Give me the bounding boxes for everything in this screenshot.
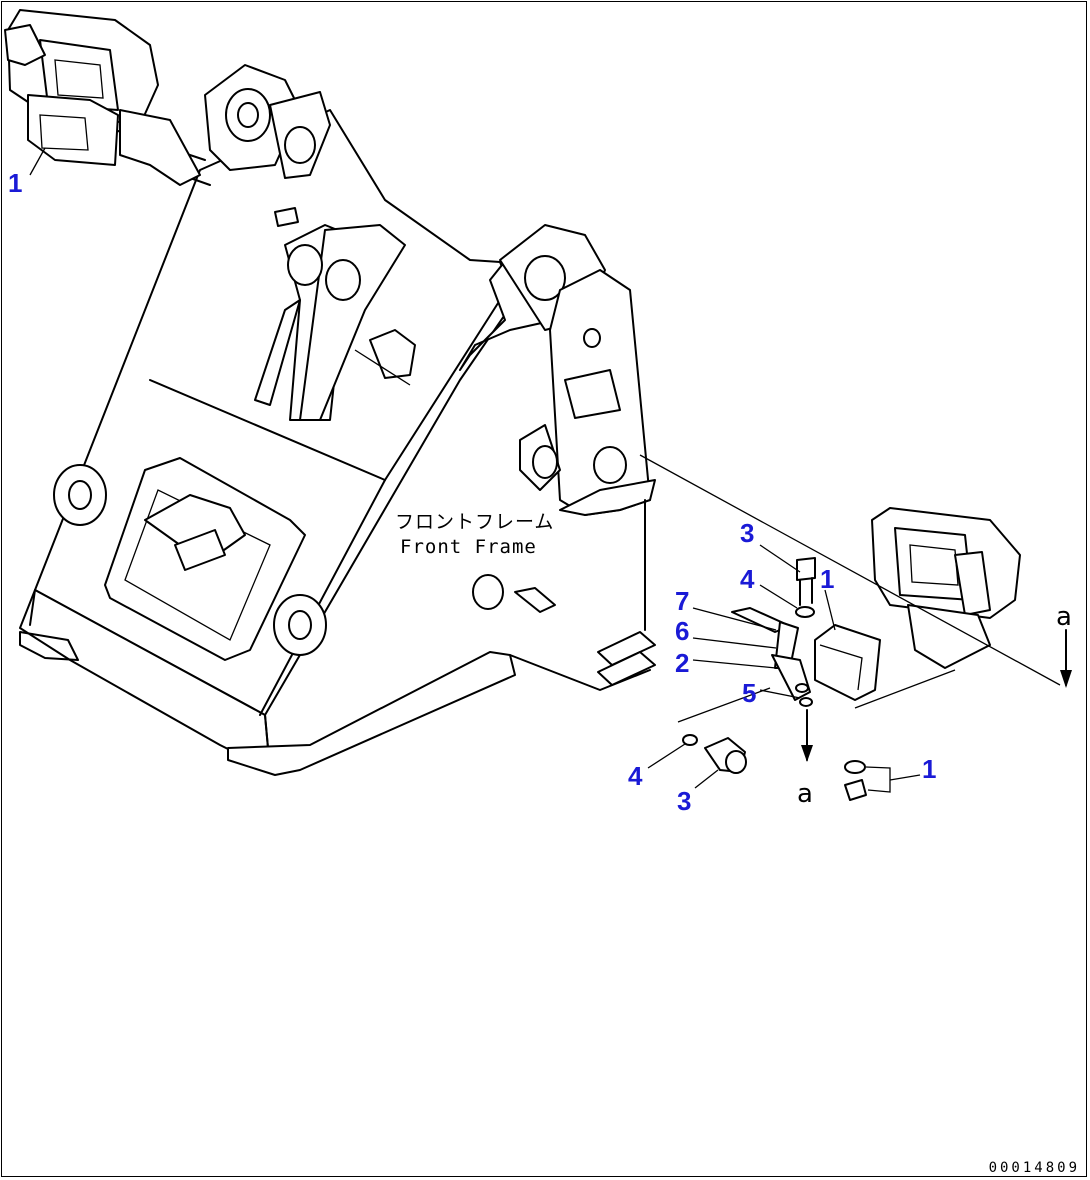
reference-marks: a a	[797, 602, 1072, 809]
frame-label-jp: フロントフレーム	[395, 511, 554, 533]
callouts: 1 3 4 1 7 6 2 5 4 3 1	[8, 168, 936, 816]
exploded-parts	[639, 454, 1072, 801]
right-work-lamp	[871, 507, 1021, 669]
right-pillar	[459, 224, 656, 686]
callout-number: 4	[628, 761, 643, 791]
reference-mark-a-right: a	[1056, 602, 1072, 632]
document-id: 00014809	[988, 1160, 1080, 1176]
front-frame: フロントフレーム Front Frame	[19, 64, 651, 776]
top-left-work-lamp	[4, 9, 201, 186]
callout-number: 1	[922, 754, 936, 784]
callout-number: 1	[820, 564, 834, 594]
callout-number: 1	[8, 168, 22, 198]
callout-number: 3	[677, 786, 691, 816]
reference-mark-a-bottom: a	[797, 779, 813, 809]
callout-number: 7	[675, 586, 689, 616]
callout-number: 6	[675, 616, 689, 646]
callout-number: 2	[675, 648, 689, 678]
frame-label-en: Front Frame	[400, 536, 537, 558]
callout-number: 3	[740, 518, 754, 548]
callout-number: 4	[740, 564, 755, 594]
callout-number: 5	[742, 678, 756, 708]
callout-leaders	[29, 147, 921, 789]
